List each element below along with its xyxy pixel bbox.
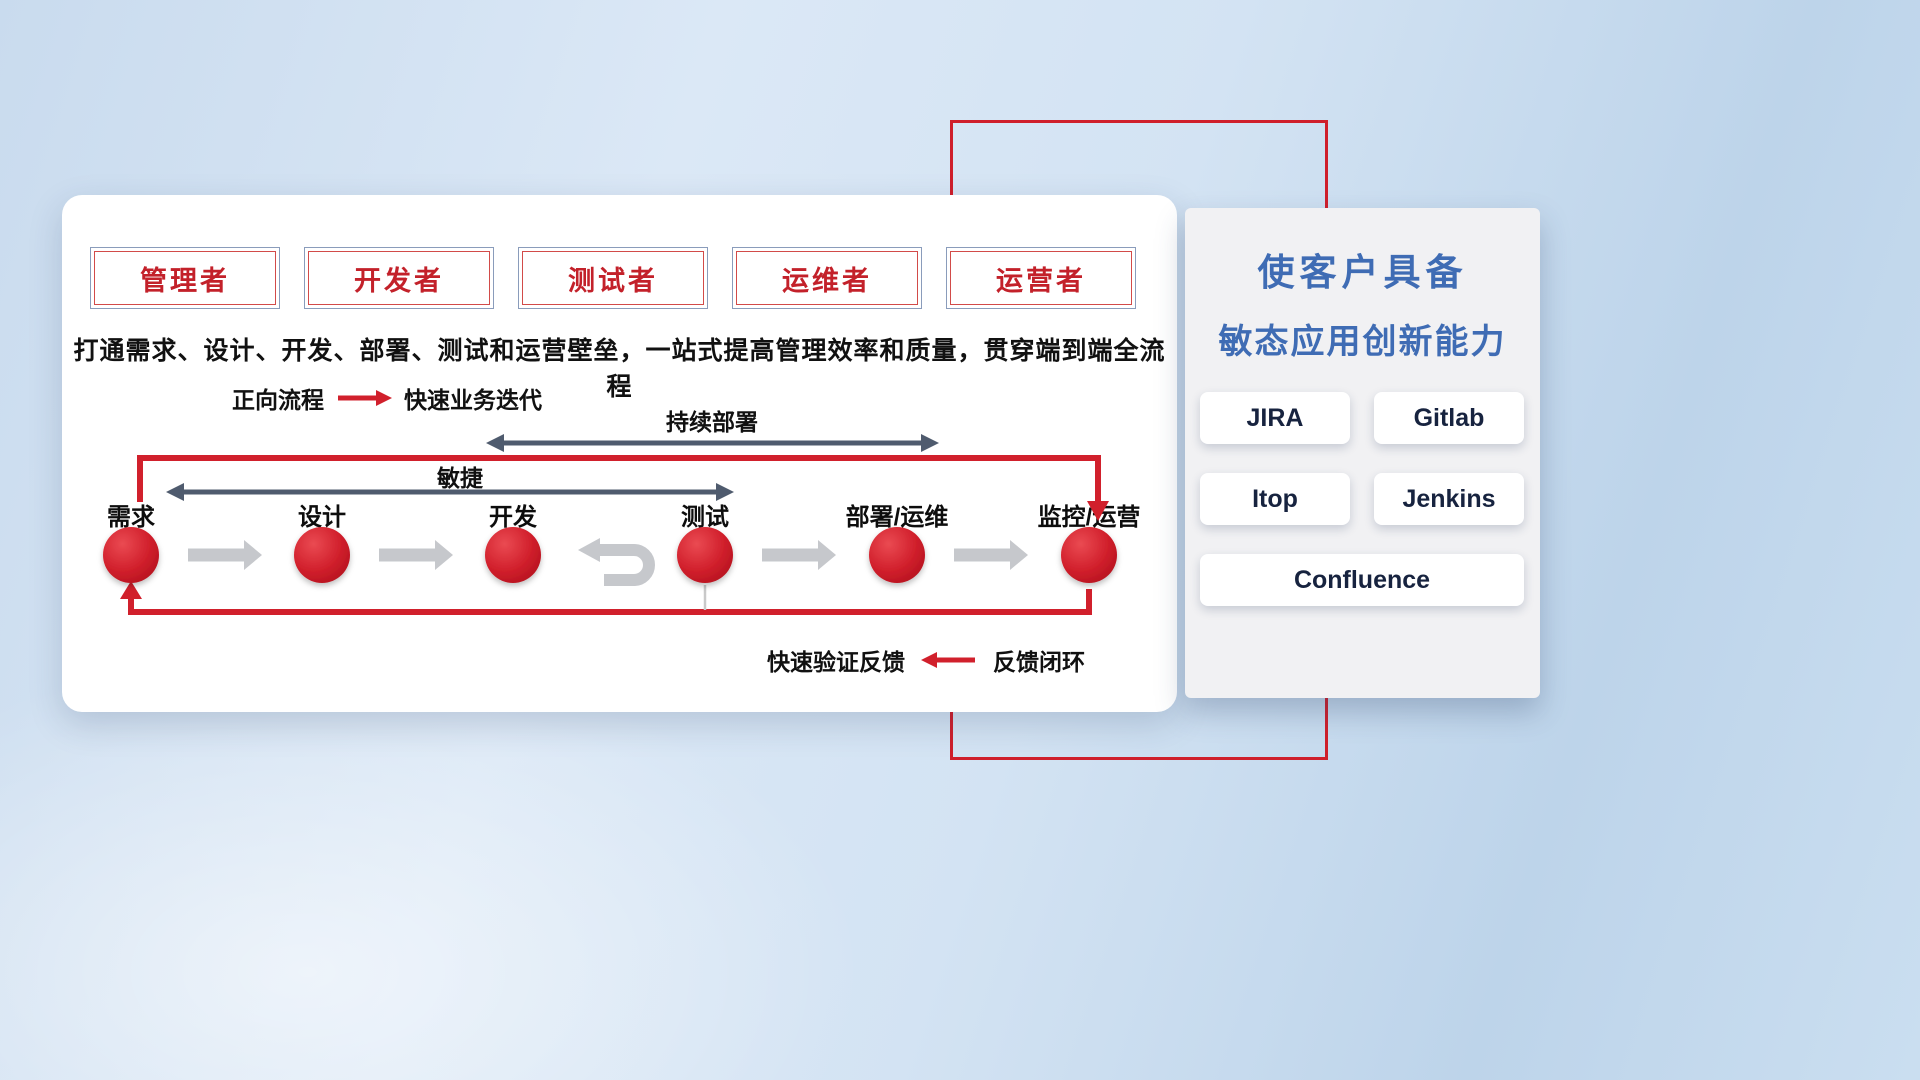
tool-itop: Itop <box>1200 473 1350 525</box>
feedback-loop-line <box>120 581 1092 615</box>
cd-label: 持续部署 <box>666 409 758 435</box>
tool-list: JIRA Gitlab Itop Jenkins Confluence <box>1200 392 1524 606</box>
legend-forward-desc: 快速业务迭代 <box>404 387 542 413</box>
role-box-operator: 运营者 <box>946 247 1136 309</box>
role-label: 运维者 <box>736 251 918 305</box>
stage-circle-requirements <box>103 527 159 583</box>
stage-label-deploy-ops: 部署/运维 <box>845 504 949 531</box>
panel-title-line2: 敏态应用创新能力 <box>1218 323 1507 361</box>
flow-arrows <box>188 540 1028 570</box>
tool-confluence: Confluence <box>1200 554 1524 606</box>
stage-label-requirements: 需求 <box>107 504 155 531</box>
stage-label-testing: 测试 <box>681 504 729 531</box>
legend-feedback-desc: 反馈闭环 <box>993 649 1085 675</box>
forward-arrow-icon <box>338 390 392 406</box>
tool-gitlab: Gitlab <box>1374 392 1524 444</box>
legend-feedback-label: 快速验证反馈 <box>767 649 905 675</box>
role-box-ops: 运维者 <box>732 247 922 309</box>
stage-circles <box>103 527 1117 583</box>
role-box-developer: 开发者 <box>304 247 494 309</box>
cd-double-arrow <box>486 434 939 452</box>
role-label: 开发者 <box>308 251 490 305</box>
legend-forward: 正向流程 快速业务迭代 <box>232 381 542 415</box>
agile-label: 敏捷 <box>437 465 483 491</box>
flow-arrow <box>379 540 453 570</box>
devops-flow-card: 管理者 开发者 测试者 运维者 运营者 打通需求、设计、开发、部署、测试和运营壁… <box>62 195 1177 712</box>
stage-label-monitor-ops: 监控/运营 <box>1037 504 1141 531</box>
capability-panel: 使客户具备 敏态应用创新能力 JIRA Gitlab Itop Jenkins … <box>1185 208 1540 698</box>
role-label: 测试者 <box>522 251 704 305</box>
role-box-tester: 测试者 <box>518 247 708 309</box>
stage-circle-design <box>294 527 350 583</box>
tool-jira: JIRA <box>1200 392 1350 444</box>
stage-circle-testing <box>677 527 733 583</box>
flow-arrow <box>188 540 262 570</box>
stage-label-development: 开发 <box>489 504 537 531</box>
stage-circle-development <box>485 527 541 583</box>
stage-label-design: 设计 <box>298 504 346 531</box>
panel-title-line1: 使客户具备 <box>1257 252 1468 293</box>
stage-circle-monitor-ops <box>1061 527 1117 583</box>
flow-arrow <box>762 540 836 570</box>
agile-double-arrow <box>166 483 734 501</box>
flow-arrow <box>954 540 1028 570</box>
flow-subtitle: 打通需求、设计、开发、部署、测试和运营壁垒，一站式提高管理效率和质量，贯穿端到端… <box>73 337 1166 401</box>
iteration-loop-icon <box>578 538 655 586</box>
legend-forward-label: 正向流程 <box>232 387 324 413</box>
tool-jenkins: Jenkins <box>1374 473 1524 525</box>
role-row: 管理者 开发者 测试者 运维者 运营者 <box>90 247 1136 309</box>
role-box-manager: 管理者 <box>90 247 280 309</box>
stage-circle-deploy-ops <box>869 527 925 583</box>
role-label: 管理者 <box>94 251 276 305</box>
flow-diagram <box>103 434 1117 615</box>
forward-loop-line <box>137 455 1109 521</box>
feedback-arrow-icon <box>921 652 975 668</box>
legend-feedback: 快速验证反馈 反馈闭环 <box>767 643 1085 677</box>
role-label: 运营者 <box>950 251 1132 305</box>
